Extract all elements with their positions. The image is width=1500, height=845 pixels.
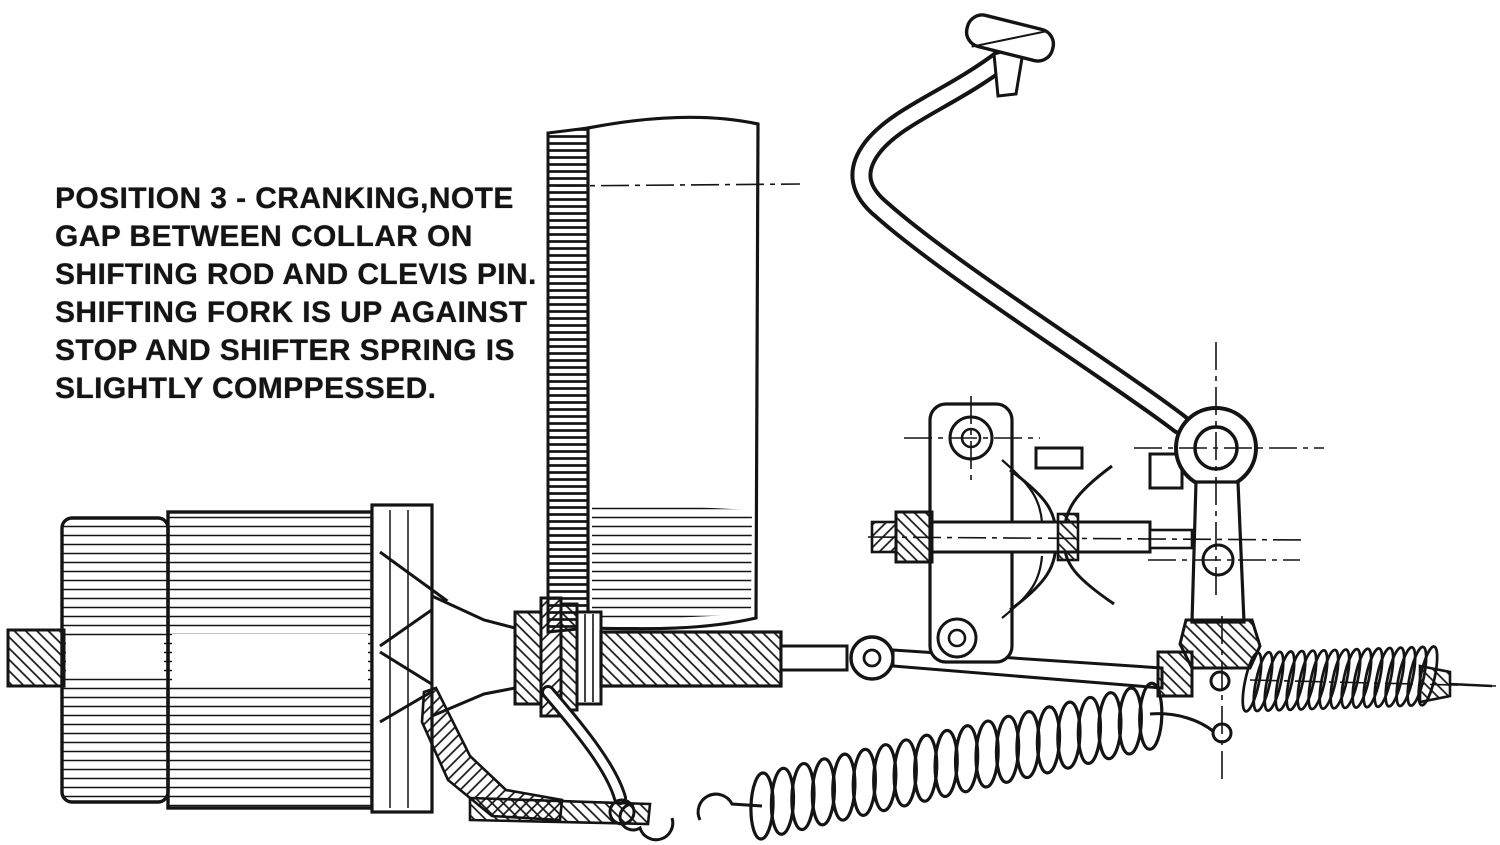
link-collar-block <box>1156 650 1194 698</box>
starter-motor <box>6 503 517 814</box>
release-arm-fill <box>544 688 624 802</box>
flange-rib-upper <box>379 550 449 648</box>
threaded-sleeve <box>599 630 783 688</box>
starter-pedal <box>850 13 1262 744</box>
caption: POSITION 3 - CRANKING,NOTE GAP BETWEEN C… <box>55 180 537 408</box>
ring-gear-bottom-shading <box>592 502 752 622</box>
clevis-pin <box>1209 670 1231 692</box>
drive-housing-cone <box>430 593 517 719</box>
fork-yoke-top <box>1034 446 1084 470</box>
motor-end-cap-highlight <box>66 636 164 678</box>
bracket-foot <box>468 796 652 826</box>
release-arm-and-hooks <box>541 685 763 842</box>
caption-line-4: SHIFTING FORK IS UP AGAINST <box>55 296 528 329</box>
ring-gear <box>546 115 760 634</box>
spring-eye-hook <box>696 792 763 821</box>
support-bracket <box>420 686 652 826</box>
rod-eye-hole <box>862 648 882 668</box>
motor-shaft-stub <box>6 628 66 688</box>
s-hook <box>618 802 675 842</box>
caption-line-1: POSITION 3 - CRANKING,NOTE <box>55 182 514 215</box>
shifting-rod-assembly <box>513 596 1194 718</box>
pin-centerline <box>867 536 1306 541</box>
pedal-lever-fill <box>854 51 1187 431</box>
collar-disc-3 <box>559 602 579 712</box>
gear-centerline <box>555 183 801 187</box>
caption-line-5: STOP AND SHIFTER SPRING IS <box>55 334 515 367</box>
collar-nut <box>575 610 603 706</box>
rod-section <box>779 644 849 672</box>
mount-hole-bottom <box>936 617 978 659</box>
caption-line-3: SHIFTING ROD AND CLEVIS PIN. <box>55 258 537 291</box>
caption-line-2: GAP BETWEEN COLLAR ON <box>55 220 473 253</box>
motor-body-highlight <box>172 634 368 686</box>
shifter-spring-end-wire <box>1149 712 1215 734</box>
caption-line-6: SLIGHTLY COMPPESSED. <box>55 372 437 405</box>
shifter-spring <box>749 681 1215 841</box>
spring-axis-centerline <box>1249 679 1497 687</box>
drive-spring <box>1241 645 1493 713</box>
collar-disc-1 <box>513 610 543 706</box>
ring-gear-body <box>586 115 760 631</box>
clevis-boss <box>1178 618 1262 670</box>
fork-pin-collar <box>1056 512 1080 562</box>
ring-gear-teeth <box>546 126 590 634</box>
center-lines <box>555 183 1497 780</box>
fork-outer-left <box>1001 459 1044 619</box>
shifting-fork-assembly <box>870 402 1194 664</box>
